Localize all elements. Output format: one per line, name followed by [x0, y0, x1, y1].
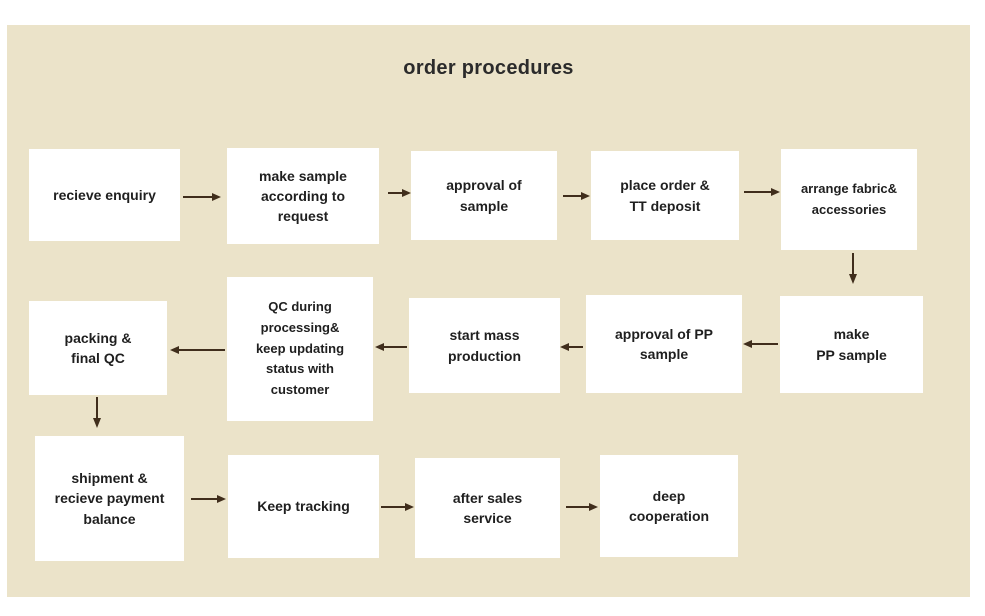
flow-node-start-mass-production: start mass production — [409, 298, 560, 393]
flow-node-after-sales-service: after sales service — [415, 458, 560, 558]
diagram-title: order procedures — [403, 57, 574, 79]
flow-arrow-shipment-to-keep-tracking — [191, 495, 226, 503]
flow-node-arrange-fabric-accessories: arrange fabric& accessories — [781, 149, 917, 250]
flow-node-packing-final-qc: packing & final QC — [29, 301, 167, 395]
flow-arrow-keep-tracking-to-after-sales — [381, 503, 414, 511]
flow-arrow-make-sample-to-approval — [388, 189, 411, 197]
flow-node-keep-tracking: Keep tracking — [228, 455, 379, 558]
flow-node-place-order-tt-deposit: place order & TT deposit — [591, 151, 739, 240]
flow-arrow-approval-to-place-order — [563, 192, 590, 200]
flow-node-approval-of-sample: approval of sample — [411, 151, 557, 240]
flow-node-qc-during-processing: QC during processing& keep updating stat… — [227, 277, 373, 421]
flow-arrow-pp-approval-to-mass-production — [560, 343, 583, 351]
flow-node-approval-of-pp-sample: approval of PP sample — [586, 295, 742, 393]
flow-node-receive-enquiry: recieve enquiry — [29, 149, 180, 241]
flow-arrow-pp-sample-to-pp-approval — [743, 340, 778, 348]
flow-node-deep-cooperation: deep cooperation — [600, 455, 738, 557]
flow-node-shipment-receive-payment: shipment & recieve payment balance — [35, 436, 184, 561]
flow-node-make-sample: make sample according to request — [227, 148, 379, 244]
flow-arrow-arrange-fabric-to-pp-sample — [849, 253, 857, 284]
flow-arrow-qc-to-packing — [170, 346, 225, 354]
flow-node-make-pp-sample: make PP sample — [780, 296, 923, 393]
flow-arrow-place-order-to-arrange-fabric — [744, 188, 780, 196]
flow-arrow-enquiry-to-make-sample — [183, 193, 221, 201]
flow-arrow-after-sales-to-cooperation — [566, 503, 598, 511]
flow-arrow-mass-production-to-qc — [375, 343, 407, 351]
flow-arrow-packing-to-shipment — [93, 397, 101, 428]
